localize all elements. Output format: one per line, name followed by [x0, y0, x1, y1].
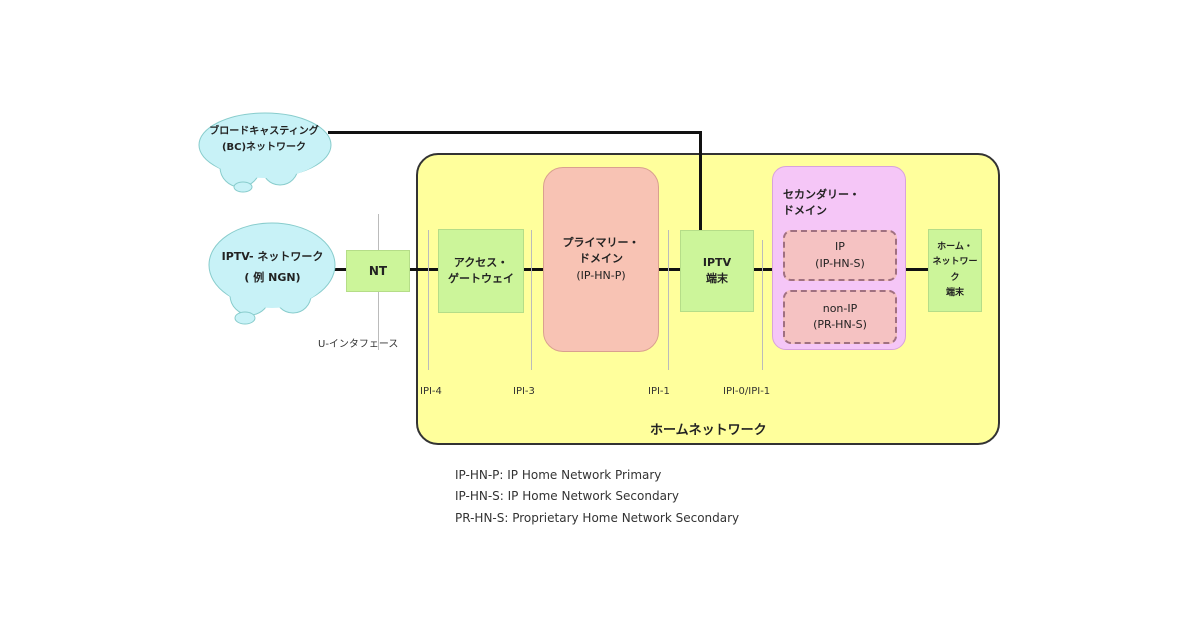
- link: [905, 268, 929, 271]
- label: (IP-HN-S): [815, 256, 865, 270]
- nonip-subdomain-box: non-IP (PR-HN-S): [783, 290, 897, 344]
- legend-item: IP-HN-S: IP Home Network Secondary: [455, 489, 679, 503]
- u-interface-label: U-インタフェース: [318, 339, 399, 350]
- label: ブロードキャスティング: [209, 126, 319, 137]
- ipi4-label: IPI-4: [420, 386, 442, 397]
- broadcast-network-label: ブロードキャスティング (BC)ネットワーク: [198, 118, 330, 162]
- iptv-network-label: IPTV- ネットワーク ( 例 NGN): [210, 240, 335, 296]
- label: 端末: [706, 272, 728, 285]
- iptv-network-cloud: [208, 222, 336, 325]
- broadcast-link: [328, 131, 702, 134]
- access-gateway-box: アクセス・ ゲートウェイ: [438, 229, 524, 313]
- link: [752, 268, 774, 271]
- nt-box: NT: [346, 250, 410, 292]
- label: (IP-HN-P): [576, 268, 626, 282]
- link: [408, 268, 438, 271]
- label: アクセス・: [453, 255, 509, 269]
- ipi1-line: [668, 230, 669, 370]
- home-network-terminal-box: ホーム・ ネットワーク 端末: [928, 229, 982, 312]
- label: ドメイン: [783, 204, 827, 217]
- secondary-domain-title: セカンダリー・ ドメイン: [783, 183, 893, 223]
- secondary-domain-box: セカンダリー・ ドメイン IP (IP-HN-S) non-IP (PR-HN-…: [772, 166, 906, 350]
- label: ゲートウェイ: [448, 272, 514, 285]
- ip-subdomain-box: IP (IP-HN-S): [783, 230, 897, 281]
- ipi0-line: [762, 240, 763, 370]
- label: NT: [368, 264, 388, 278]
- broadcast-link-vertical: [699, 131, 702, 231]
- legend-item: PR-HN-S: Proprietary Home Network Second…: [455, 511, 740, 525]
- label: ネットワーク: [932, 257, 978, 283]
- label: 端末: [945, 287, 964, 298]
- label: IP: [835, 240, 845, 253]
- iptv-terminal-box: IPTV 端末: [680, 230, 754, 312]
- label: IPTV- ネットワーク: [221, 250, 324, 264]
- primary-domain-box: プライマリー・ ドメイン (IP-HN-P): [543, 167, 659, 352]
- ipi3-label: IPI-3: [513, 386, 535, 397]
- label: (PR-HN-S): [813, 318, 867, 331]
- label: non-IP: [822, 301, 858, 315]
- ipi3-line: [531, 230, 532, 370]
- link: [332, 268, 348, 271]
- label: IPTV: [702, 255, 732, 269]
- label: (BC)ネットワーク: [221, 142, 307, 153]
- broadcast-network-cloud: [198, 112, 332, 193]
- ipi1-label: IPI-1: [648, 386, 670, 397]
- label: ホーム・: [937, 241, 973, 252]
- ipi0-label: IPI-0/IPI-1: [723, 386, 771, 397]
- label: セカンダリー・: [783, 187, 860, 201]
- home-network-label: ホームネットワーク: [650, 423, 767, 438]
- link: [522, 268, 544, 271]
- label: プライマリー・: [562, 235, 640, 249]
- label: ドメイン: [579, 252, 623, 266]
- label: ( 例 NGN): [244, 271, 301, 284]
- ipi4-line: [428, 230, 429, 370]
- legend-item: IP-HN-P: IP Home Network Primary: [455, 468, 662, 482]
